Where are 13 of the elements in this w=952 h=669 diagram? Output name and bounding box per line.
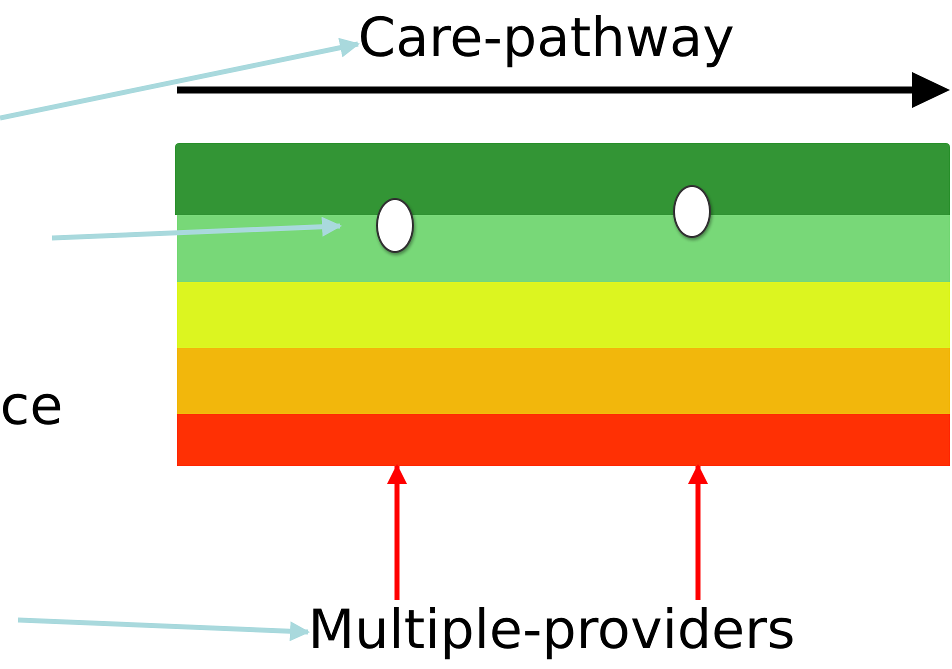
node-label: Multiple-providers bbox=[308, 600, 814, 664]
cut-off-label: ce bbox=[0, 376, 63, 436]
arrow bbox=[0, 38, 360, 120]
arrow bbox=[688, 464, 708, 600]
node-label: Care-pathway bbox=[358, 8, 750, 72]
level-band bbox=[177, 282, 950, 348]
arrow bbox=[18, 618, 310, 642]
level-band bbox=[177, 215, 950, 282]
level-band bbox=[177, 414, 950, 466]
arrow bbox=[52, 216, 342, 240]
level-band bbox=[175, 143, 950, 215]
level-band bbox=[177, 348, 950, 414]
arrow bbox=[387, 464, 407, 600]
